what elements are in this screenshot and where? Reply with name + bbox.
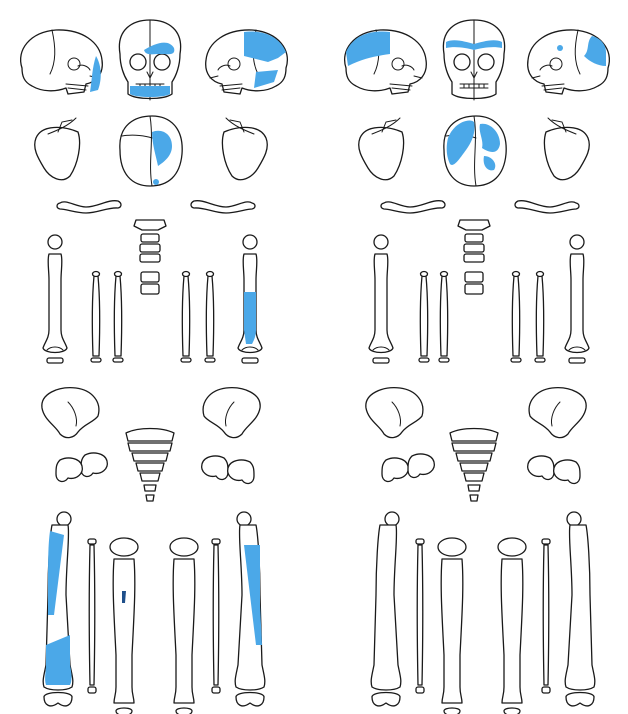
ischium-left-rp: [382, 458, 408, 481]
skull-superior-left: [120, 116, 182, 186]
ischium-left-2: [56, 458, 82, 481]
ulna-left: [113, 272, 123, 363]
sacrum: [126, 429, 174, 502]
skull-lateral-right-panel-2: [528, 30, 610, 94]
femur-left: [43, 512, 73, 706]
fibula-right-rp: [542, 539, 550, 693]
skull-lateral-right-panel: [345, 30, 427, 94]
ilium-right-rp: [529, 388, 586, 438]
ulna-right-rp: [535, 272, 545, 363]
vertebral-column-rp: [458, 220, 490, 294]
sacrum-rp: [450, 429, 498, 502]
ilium-left: [42, 388, 99, 438]
skull-frontal-left: [119, 20, 180, 100]
radius-left-rp: [419, 272, 429, 363]
fibula-left-rp: [416, 539, 424, 693]
tibia-left: [110, 538, 138, 714]
tibia-left-rp: [438, 538, 466, 714]
tibia-right: [170, 538, 198, 714]
clavicle-right: [191, 201, 255, 213]
scapula-right: [222, 118, 267, 180]
skull-lateral-left-2: [206, 30, 288, 94]
ilium-left-rp: [366, 388, 423, 438]
radius-left: [91, 272, 101, 363]
vertebral-column: [134, 220, 166, 294]
clavicle-right-rp: [515, 201, 579, 213]
ischium-left-rp-2: [408, 454, 434, 477]
ischium-right-rp: [528, 456, 554, 479]
femur-left-rp: [371, 512, 401, 706]
scapula-left: [35, 118, 80, 180]
skull-lateral-left: [21, 30, 103, 94]
ulna-right: [205, 272, 215, 363]
fibula-left: [88, 539, 96, 693]
humerus-right: [238, 235, 262, 363]
ulna-left-rp: [439, 272, 449, 363]
radius-right: [181, 272, 191, 363]
clavicle-left-rp: [381, 201, 445, 213]
femur-right: [235, 512, 265, 706]
humerus-left: [43, 235, 67, 363]
ischium-right-2: [228, 460, 254, 483]
clavicle-left: [57, 201, 121, 213]
humerus-left-rp: [369, 235, 393, 363]
humerus-right-rp: [565, 235, 589, 363]
right-panel: [345, 20, 610, 714]
tibia-right-rp: [498, 538, 526, 714]
left-panel: [21, 20, 288, 714]
femur-right-rp: [565, 512, 595, 706]
fibula-right: [212, 539, 220, 693]
scapula-left-rp: [359, 118, 404, 180]
scapula-right-rp: [544, 118, 589, 180]
ischium-right-rp-2: [554, 460, 580, 483]
skull-frontal-right-panel: [443, 20, 504, 100]
ischium-right: [202, 456, 228, 479]
skull-superior-rp: [444, 116, 506, 186]
radius-right-rp: [511, 272, 521, 363]
ischium-left: [81, 453, 107, 476]
ilium-right: [203, 388, 260, 438]
